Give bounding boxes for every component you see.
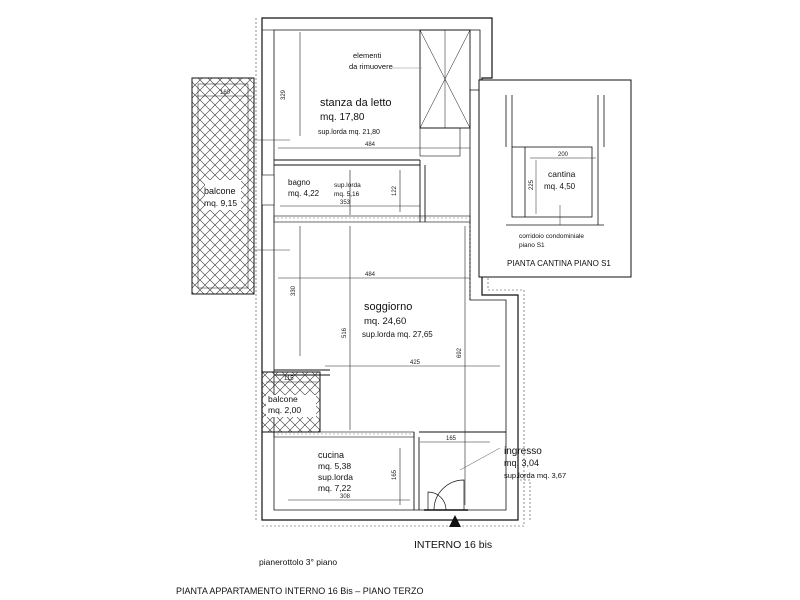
interior-walls bbox=[261, 29, 506, 510]
entrance-name: ingresso bbox=[504, 446, 542, 457]
living-name: soggiorno bbox=[364, 301, 412, 313]
balcony-big-name: balcone bbox=[204, 186, 236, 196]
main-title: PIANTA APPARTAMENTO INTERNO 16 Bis – PIA… bbox=[176, 586, 424, 596]
cellar-dim-height: 225 bbox=[529, 179, 535, 190]
balcony-small-area: mq. 2,00 bbox=[268, 405, 301, 415]
bedroom-gross: sup.lorda mq. 21,80 bbox=[318, 129, 380, 136]
dim-122: 122 bbox=[392, 185, 398, 196]
dim-160: 160 bbox=[220, 90, 231, 96]
dim-353: 353 bbox=[340, 200, 351, 206]
cellar-dim-width: 200 bbox=[558, 152, 569, 158]
cellar-name: cantina bbox=[548, 169, 576, 179]
cellar-title: PIANTA CANTINA PIANO S1 bbox=[507, 259, 611, 268]
balcony-small-name: balcone bbox=[268, 394, 298, 404]
kitchen-name: cucina bbox=[318, 450, 344, 460]
dim-516: 516 bbox=[342, 327, 348, 338]
dim-692: 692 bbox=[457, 347, 463, 358]
dim-165-entrance: 165 bbox=[446, 436, 457, 442]
cellar-inset bbox=[478, 79, 632, 278]
note-remove-2: da rimuovere bbox=[349, 62, 393, 71]
bath-name: bagno bbox=[288, 178, 311, 187]
kitchen-area: mq. 5,38 bbox=[318, 461, 351, 471]
interno-label: INTERNO 16 bis bbox=[414, 539, 492, 551]
balcony-big-area: mq. 9,15 bbox=[204, 198, 237, 208]
kitchen-gross-label: sup.lorda bbox=[318, 472, 353, 482]
bedroom-name: stanza da letto bbox=[320, 97, 392, 109]
entrance-area: mq. 3,04 bbox=[504, 458, 539, 468]
bath-gross-value: mq. 5,16 bbox=[334, 191, 360, 198]
dim-165-kitchen: 165 bbox=[392, 469, 398, 480]
dim-329: 329 bbox=[281, 89, 287, 100]
dim-115: 115 bbox=[284, 376, 294, 382]
kitchen-gross-value: mq. 7,22 bbox=[318, 483, 351, 493]
dim-308: 308 bbox=[340, 494, 351, 500]
living-gross: sup.lorda mq. 27,65 bbox=[362, 330, 433, 339]
dim-484-top: 484 bbox=[365, 142, 376, 148]
landing-label: pianerottolo 3° piano bbox=[259, 557, 337, 567]
bath-gross-label: sup.lorda bbox=[334, 182, 361, 189]
dim-425: 425 bbox=[410, 360, 421, 366]
cellar-area: mq. 4,50 bbox=[544, 182, 576, 191]
cellar-corridor-2: piano S1 bbox=[519, 242, 545, 249]
dim-330: 330 bbox=[291, 285, 297, 296]
entrance-gross: sup.lorda mq. 3,67 bbox=[504, 471, 566, 480]
bath-area: mq. 4,22 bbox=[288, 189, 320, 198]
living-area: mq. 24,60 bbox=[364, 316, 406, 327]
entrance-arrow-icon bbox=[449, 515, 461, 527]
entrance-door bbox=[424, 479, 468, 511]
note-remove-1: elementi bbox=[353, 51, 382, 60]
bedroom-area: mq. 17,80 bbox=[320, 112, 365, 123]
dimension-lines bbox=[196, 32, 500, 505]
cellar-corridor-1: corridoio condominiale bbox=[519, 233, 584, 240]
exterior-edge bbox=[255, 18, 531, 527]
dim-484-mid: 484 bbox=[365, 272, 376, 278]
